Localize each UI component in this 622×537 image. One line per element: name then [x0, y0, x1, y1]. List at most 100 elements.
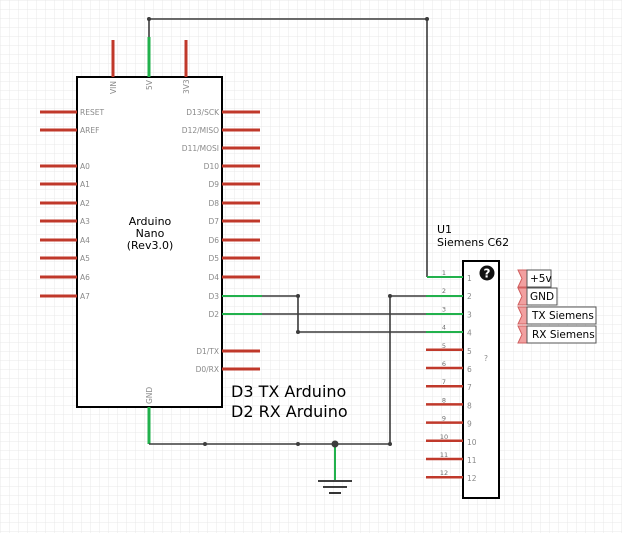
- net-flag-icon: [517, 325, 528, 344]
- nano-right-pins: D13/SCK D12/MISO D11/MOSI D10D9D8D7D6D5D4D3…: [182, 108, 260, 374]
- u1-pin-number-small: 11: [440, 451, 448, 459]
- u1-pin-number-small: 5: [442, 342, 446, 350]
- svg-text:?: ?: [484, 267, 491, 281]
- junction-dot: [388, 442, 392, 446]
- nano-pin-label: D4: [208, 273, 219, 282]
- nano-pin-label: D13/SCK: [186, 108, 220, 117]
- nano-pin-label: A2: [80, 199, 90, 208]
- siemens-c62[interactable]: U1 Siemens C62 ? ? 112233445566778899101…: [426, 223, 509, 499]
- junction-dot: [296, 294, 300, 298]
- u1-pin-number: 10: [467, 438, 477, 447]
- u1-pin-number-small: 10: [440, 433, 448, 441]
- net-label-gnd-text: GND: [530, 291, 554, 303]
- u1-pin-number: 7: [467, 383, 472, 392]
- net-flag-icon: [517, 269, 528, 288]
- nano-pin-label: D6: [208, 236, 219, 245]
- nano-pin-label: A5: [80, 254, 90, 263]
- u1-ref-label: U1: [437, 223, 452, 236]
- note-d2-rx: D2 RX Arduino: [231, 402, 348, 421]
- nano-pin-gnd-label: GND: [145, 387, 154, 404]
- nano-pin-vin-label: VIN: [109, 81, 118, 94]
- nano-pin-label: A4: [80, 236, 90, 245]
- help-circle-icon: ?: [479, 265, 495, 281]
- nano-pin-label: A3: [80, 217, 90, 226]
- nano-pin-label: A0: [80, 162, 90, 171]
- nano-pin-label: A6: [80, 273, 90, 282]
- net-label-gnd[interactable]: GND: [517, 287, 558, 306]
- net-flag-icon: [517, 306, 528, 325]
- nano-pin-label: D7: [208, 217, 219, 226]
- net-labels: +5v GND TX Siemens RX Siemens: [517, 269, 597, 344]
- u1-center-mark: ?: [484, 354, 488, 363]
- nano-pin-label: RESET: [80, 108, 104, 117]
- wire-5v[interactable]: [148, 18, 428, 277]
- u1-pin-number: 12: [467, 474, 477, 483]
- u1-body[interactable]: [462, 260, 500, 499]
- nano-title-line-1: Arduino: [129, 215, 172, 228]
- u1-pin-number-small: 3: [442, 305, 446, 313]
- nano-pin-label: D5: [208, 254, 219, 263]
- nano-pin-label: D10: [204, 162, 220, 171]
- net-label-rx-text: RX Siemens: [532, 329, 595, 341]
- net-label-5v-text: +5v: [530, 273, 552, 285]
- u1-pin-number: 1: [467, 274, 472, 283]
- nano-pin-label: D11/MOSI: [182, 144, 219, 153]
- ground-symbol-icon: [318, 480, 352, 494]
- arduino-nano-body[interactable]: [76, 76, 223, 408]
- junction-dot: [147, 17, 151, 21]
- net-label-box: [526, 269, 552, 288]
- nano-pin-label: D9: [208, 180, 219, 189]
- u1-pin-number: 9: [467, 420, 472, 429]
- net-label-rx-siemens[interactable]: RX Siemens: [517, 325, 597, 344]
- u1-pin-number-small: 12: [440, 469, 448, 477]
- u1-pin-number: 3: [467, 310, 472, 319]
- nano-pin-label: D2: [208, 310, 219, 319]
- nano-pin-label: A1: [80, 180, 90, 189]
- net-flag-icon: [517, 287, 528, 306]
- net-label-box: [526, 306, 597, 325]
- u1-pin-number-small: 7: [442, 378, 446, 386]
- junction-dot: [331, 440, 339, 448]
- u1-pin-number: 8: [467, 401, 472, 410]
- nano-pin-3v3-label: 3V3: [182, 79, 191, 94]
- u1-pin-number: 4: [467, 329, 472, 338]
- nano-pin-label: D3: [208, 292, 219, 301]
- junction-dot: [296, 330, 300, 334]
- junction-dot: [388, 294, 392, 298]
- junction-dot: [203, 442, 207, 446]
- net-label-5v[interactable]: +5v: [517, 269, 552, 288]
- net-label-tx-siemens[interactable]: TX Siemens: [517, 306, 597, 325]
- note-d3-tx: D3 TX Arduino: [231, 382, 346, 401]
- u1-pin-number: 6: [467, 365, 472, 374]
- nano-pin-label: D0/RX: [196, 365, 219, 374]
- u1-pin-number-small: 8: [442, 396, 446, 404]
- nano-title-line-2: Nano: [136, 227, 165, 240]
- u1-pin-number: 11: [467, 456, 477, 465]
- wire-gnd-to-u1-pin2[interactable]: [335, 295, 426, 445]
- u1-part-name: Siemens C62: [437, 236, 509, 249]
- u1-pin-number-small: 9: [442, 415, 446, 423]
- junction-dot: [296, 442, 300, 446]
- nano-pin-label: D12/MISO: [182, 126, 219, 135]
- nano-pin-label: AREF: [80, 126, 99, 135]
- u1-pin-number-small: 4: [442, 324, 446, 332]
- junction-dot: [425, 17, 429, 21]
- nano-pin-label: D8: [208, 199, 219, 208]
- nano-title-line-3: (Rev3.0): [127, 239, 174, 252]
- wire-junctions: [147, 17, 429, 448]
- net-label-box: [526, 287, 558, 306]
- net-label-tx-text: TX Siemens: [531, 310, 594, 322]
- u1-pin-number-small: 2: [442, 287, 446, 295]
- nano-pin-label: A7: [80, 292, 90, 301]
- net-label-box: [526, 325, 597, 344]
- nano-pin-label: D1/TX: [196, 347, 219, 356]
- u1-pin-number: 5: [467, 347, 472, 356]
- wires: [148, 18, 463, 480]
- u1-pin-number-small: 6: [442, 360, 446, 368]
- u1-pin-number-small: 1: [442, 269, 446, 277]
